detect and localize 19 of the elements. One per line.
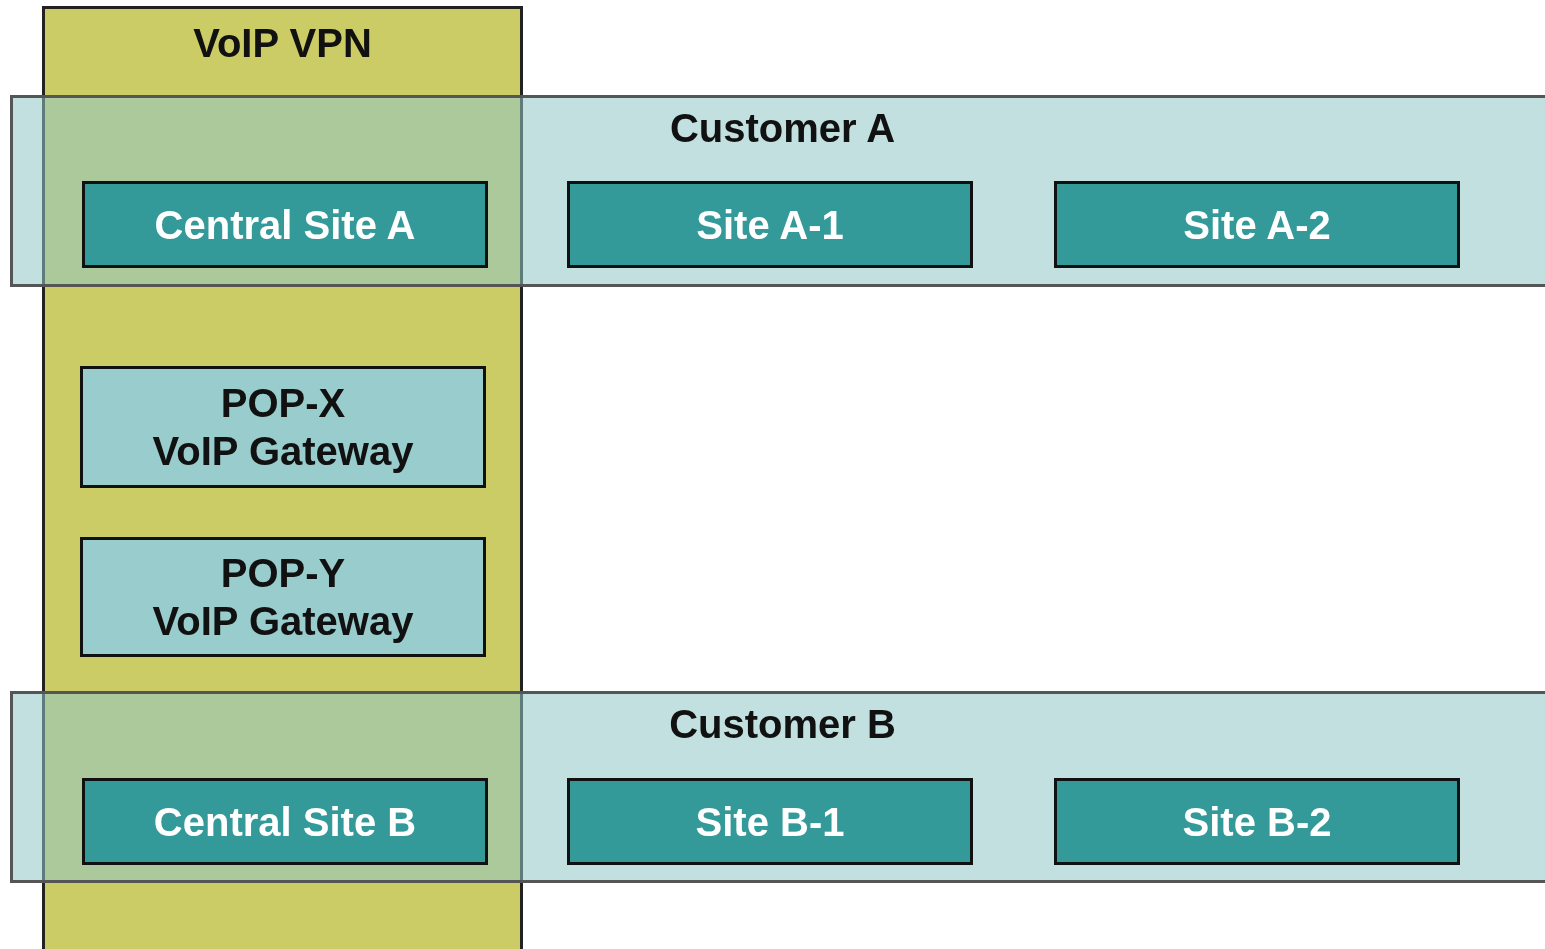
- gateway-label: POP-X VoIP Gateway: [151, 380, 415, 475]
- gateway-box: [80, 537, 486, 657]
- band-title: VoIP VPN: [193, 21, 372, 66]
- site-box: [82, 778, 488, 865]
- gateway-label: POP-Y VoIP Gateway: [151, 550, 415, 645]
- site-box: [567, 181, 973, 268]
- band-title: Customer B: [669, 702, 896, 747]
- site-label: Site A-2: [1182, 201, 1332, 249]
- site-box: [1054, 181, 1460, 268]
- site-label: Site B-1: [694, 798, 846, 846]
- site-label: Central Site B: [152, 798, 418, 846]
- band-title: Customer A: [669, 106, 896, 151]
- site-box: [82, 181, 488, 268]
- site-label: Central Site A: [153, 201, 417, 249]
- site-box: [567, 778, 973, 865]
- site-box: [1054, 778, 1460, 865]
- site-label: Site B-2: [1181, 798, 1333, 846]
- gateway-box: [80, 366, 486, 488]
- site-label: Site A-1: [695, 201, 845, 249]
